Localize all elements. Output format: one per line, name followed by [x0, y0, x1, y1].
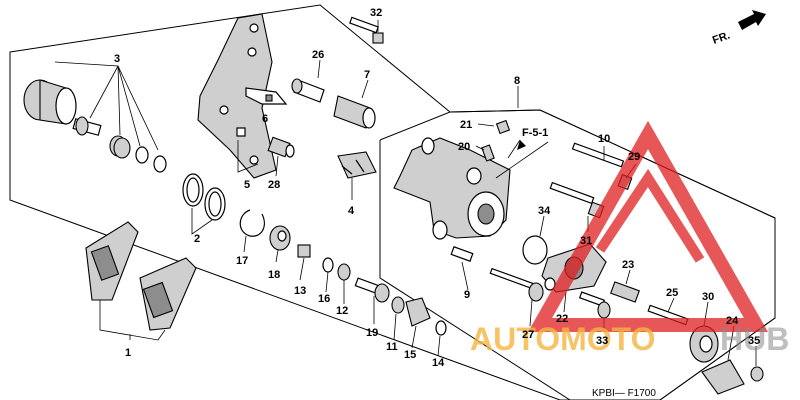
slide-pin — [291, 78, 325, 103]
caliper-body — [393, 137, 511, 240]
callout-4: 4 — [348, 205, 355, 217]
callout-14: 14 — [432, 357, 445, 369]
callout-16: 16 — [318, 293, 330, 305]
callout-5: 5 — [244, 179, 250, 191]
reference-arrow-head — [517, 140, 526, 150]
caliper-group-frame — [379, 109, 776, 400]
front-direction-indicator: FR. — [711, 10, 766, 47]
callout-13: 13 — [294, 285, 306, 297]
reference-arrow — [507, 139, 521, 159]
washer-b — [153, 155, 167, 173]
callout-15: 15 — [404, 349, 416, 361]
callout-33: 33 — [596, 335, 608, 347]
callout-34: 34 — [538, 205, 551, 217]
callout-8: 8 — [514, 75, 520, 87]
callout-32: 32 — [370, 7, 382, 19]
callout-7: 7 — [364, 69, 370, 81]
collar-13 — [297, 244, 311, 258]
callout-20: 20 — [458, 141, 470, 153]
bleeder-cap — [495, 119, 511, 135]
brake-pad-right — [139, 257, 197, 331]
brake-pad-left — [85, 221, 139, 301]
callout-31: 31 — [580, 235, 592, 247]
slide-sleeve — [23, 79, 77, 125]
callout-10: 10 — [598, 133, 610, 145]
callout-9: 9 — [464, 289, 470, 301]
callout-35: 35 — [748, 335, 760, 347]
watermark-word-hub: HUB — [720, 321, 789, 357]
bolt-10 — [571, 142, 625, 168]
seal-34 — [522, 235, 548, 265]
front-arrow-icon — [738, 10, 766, 30]
callout-27: 27 — [522, 329, 534, 341]
watermark-triangle — [527, 120, 769, 332]
callout-11: 11 — [386, 341, 398, 353]
nut-11 — [391, 296, 405, 314]
dust-seal — [204, 187, 226, 221]
spring-23 — [610, 281, 640, 303]
bolt-32 — [349, 16, 384, 44]
callout-21: 21 — [460, 119, 472, 131]
callout-25: 25 — [666, 287, 678, 299]
watermark-triangle-inner — [595, 168, 705, 263]
watermark-logo — [527, 120, 769, 332]
diagram-code: KPBI— F1700 — [592, 388, 656, 399]
callout-24: 24 — [726, 315, 739, 327]
bolt-31 — [549, 181, 605, 219]
bleeder-screw — [481, 144, 495, 162]
pad-pin — [450, 246, 474, 262]
cap-18 — [269, 225, 291, 251]
callout-30: 30 — [702, 291, 714, 303]
washer-16 — [322, 257, 334, 273]
callout-26: 26 — [312, 49, 324, 61]
pad-retainer-clip — [245, 87, 288, 105]
sleeve-boot — [333, 95, 376, 129]
nut-35 — [750, 366, 764, 382]
leader-5 — [237, 140, 259, 173]
bolt-19 — [354, 277, 390, 303]
callout-22: 22 — [556, 313, 568, 325]
callout-23: 23 — [622, 259, 634, 271]
washer-a — [135, 146, 149, 164]
retaining-clip — [239, 209, 265, 237]
callout-29: 29 — [628, 151, 640, 163]
spring-washer-12 — [337, 263, 351, 281]
boot-fitting — [267, 136, 295, 158]
callout-3: 3 — [114, 53, 120, 65]
pin-bolt — [72, 116, 102, 136]
callout-19: 19 — [366, 327, 378, 339]
callout-2: 2 — [194, 233, 200, 245]
callout-17: 17 — [236, 255, 248, 267]
watermark-word: AUTOMOTO — [470, 321, 655, 357]
front-label: FR. — [711, 29, 732, 46]
callout-28: 28 — [268, 179, 280, 191]
piston-seal — [182, 173, 204, 207]
bolt-27 — [489, 267, 544, 302]
callout-12: 12 — [336, 305, 348, 317]
leader-1 — [99, 300, 166, 341]
spring — [109, 135, 131, 159]
lever-24 — [701, 359, 745, 395]
washer-14 — [435, 320, 447, 336]
bolt-33 — [578, 291, 611, 319]
leader-2 — [191, 208, 213, 235]
pad-spring — [337, 151, 377, 179]
caliper-bracket — [197, 13, 277, 179]
callout-1: 1 — [125, 347, 131, 359]
callout-6: 6 — [262, 113, 268, 125]
callout-18: 18 — [268, 269, 280, 281]
holder-15 — [405, 297, 431, 327]
reference-label: F-5-1 — [522, 127, 548, 139]
